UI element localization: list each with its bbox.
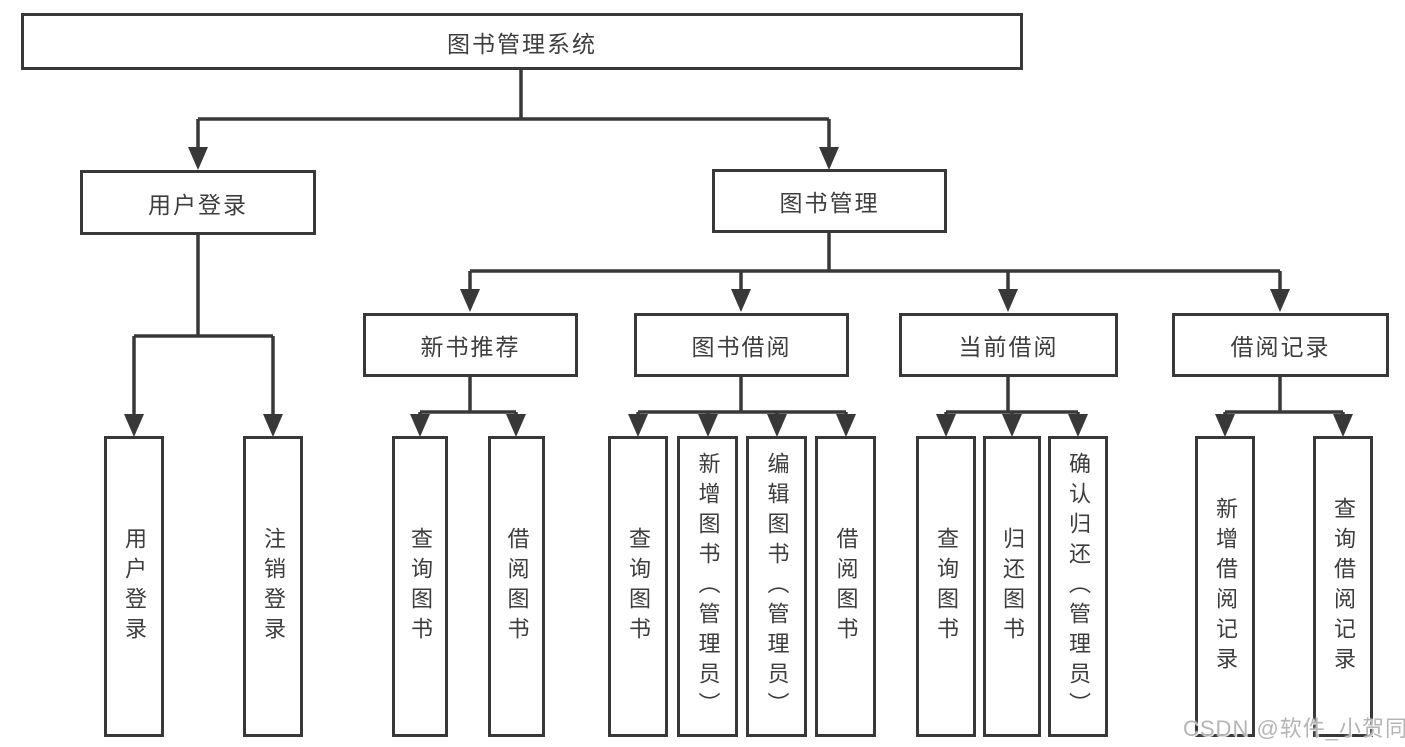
leaf-query-books-recommend: 查询图书 [392,436,448,737]
node-user-login: 用户登录 [80,170,316,235]
node-book-borrowing: 图书借阅 [634,313,849,377]
leaf-add-books-admin: 新增图书（管理员） [677,436,738,737]
leaf-edit-books-admin: 编辑图书（管理员） [746,436,807,737]
csdn-watermark: CSDN @软件_小贺同学 [1183,716,1405,741]
leaf-user-login: 用户登录 [104,436,164,737]
leaf-add-borrow-record: 新增借阅记录 [1195,436,1255,737]
leaf-query-borrow-record: 查询借阅记录 [1313,436,1373,737]
node-root-system: 图书管理系统 [21,13,1023,70]
node-borrowing-records: 借阅记录 [1172,313,1389,377]
leaf-return-books: 归还图书 [983,436,1041,737]
leaf-logout: 注销登录 [243,436,303,737]
node-new-book-recommendation: 新书推荐 [363,313,578,377]
leaf-borrow-books-recommend: 借阅图书 [488,436,545,737]
leaf-query-books-borrow: 查询图书 [608,436,668,737]
leaf-query-books-current: 查询图书 [916,436,976,737]
node-current-borrowing: 当前借阅 [899,313,1118,377]
leaf-confirm-return-admin: 确认归还（管理员） [1048,436,1108,737]
leaf-borrow-books: 借阅图书 [815,436,876,737]
arrowheads [124,147,1353,437]
node-book-management: 图书管理 [712,169,947,233]
